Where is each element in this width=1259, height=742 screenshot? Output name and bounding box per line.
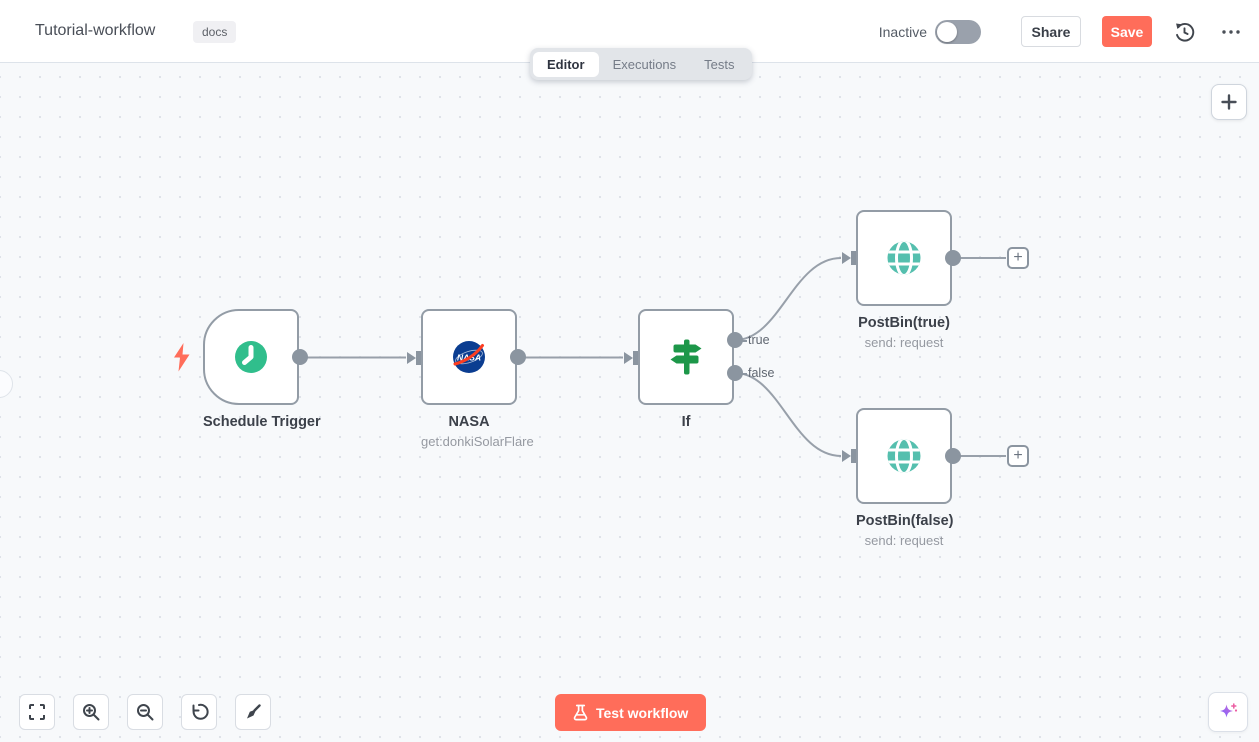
ai-assistant-button[interactable] [1208, 692, 1248, 732]
share-button[interactable]: Share [1021, 16, 1081, 47]
node-schedule-trigger: Schedule Trigger [203, 309, 321, 430]
node-if-box[interactable] [638, 309, 734, 405]
wire-if-true-to-postbin [734, 257, 842, 341]
history-button[interactable] [1171, 19, 1197, 45]
output-connector[interactable] [510, 349, 526, 365]
clock-icon [235, 341, 267, 373]
zoom-in-button[interactable] [73, 694, 109, 730]
reset-zoom-icon [192, 703, 209, 720]
input-connector [407, 351, 421, 365]
add-node-button[interactable] [1211, 84, 1247, 120]
test-workflow-label: Test workflow [596, 704, 689, 721]
tab-tests[interactable]: Tests [704, 56, 735, 72]
ellipsis-icon [1222, 30, 1240, 34]
output-connector[interactable] [945, 448, 961, 464]
history-icon [1175, 22, 1194, 41]
node-label: Schedule Trigger [203, 414, 321, 430]
lightning-bolt-icon[interactable] [172, 343, 192, 372]
tidy-up-icon [247, 704, 261, 719]
tidy-up-button[interactable] [235, 694, 271, 730]
zoom-out-icon [137, 704, 154, 721]
node-label: PostBin(false) [856, 513, 954, 529]
view-tabs: Editor Executions Tests [530, 48, 752, 80]
node-nasa-box[interactable]: NASA [421, 309, 517, 405]
signpost-icon [670, 339, 702, 375]
fit-view-icon [29, 704, 45, 720]
node-subtitle: send: request [864, 335, 944, 350]
input-connector [624, 351, 638, 365]
nasa-logo-icon: NASA [453, 341, 485, 373]
test-workflow-button[interactable]: Test workflow [555, 694, 707, 731]
node-subtitle: send: request [864, 533, 944, 548]
node-label: NASA [448, 414, 490, 430]
toggle-knob [937, 22, 957, 42]
zoom-to-fit-button[interactable] [19, 694, 55, 730]
active-toggle[interactable] [935, 20, 981, 44]
active-status-label: Inactive [878, 24, 927, 40]
workflow-title[interactable]: Tutorial-workflow [35, 22, 156, 39]
output-connector-false[interactable] [727, 365, 743, 381]
node-postbin-true: PostBin(true) send: request [842, 210, 961, 350]
node-postbin-true-box[interactable] [856, 210, 952, 306]
node-schedule-trigger-box[interactable] [203, 309, 299, 405]
globe-icon [887, 241, 921, 275]
reset-zoom-button[interactable] [181, 694, 217, 730]
output-connector[interactable] [292, 349, 308, 365]
zoom-in-icon [83, 704, 100, 721]
plus-icon [1221, 94, 1237, 110]
node-subtitle: get:donkiSolarFlare [421, 434, 534, 449]
connection-wires [300, 257, 1006, 457]
ai-sparkle-icon [1220, 703, 1238, 718]
input-connector [842, 251, 856, 265]
node-postbin-false: PostBin(false) send: request [842, 408, 961, 548]
canvas-controls [19, 694, 271, 730]
node-label: If [681, 414, 691, 430]
node-label: PostBin(true) [858, 315, 950, 331]
wire-if-false-to-postbin [734, 372, 842, 457]
more-options-button[interactable] [1218, 19, 1244, 45]
node-if: true false If [624, 309, 774, 430]
output-label-false: false [742, 366, 774, 380]
workflow-canvas[interactable]: Schedule Trigger NASA NASA get:donkiSola… [0, 63, 1259, 742]
output-connector[interactable] [945, 250, 961, 266]
globe-icon [887, 439, 921, 473]
node-postbin-false-box[interactable] [856, 408, 952, 504]
workflow-tag[interactable]: docs [193, 21, 237, 43]
node-nasa: NASA NASA get:donkiSolarFlare [407, 309, 534, 449]
flask-icon [573, 704, 588, 721]
tab-executions[interactable]: Executions [612, 56, 677, 72]
input-connector [842, 449, 856, 463]
save-button[interactable]: Save [1102, 16, 1152, 47]
append-node-button-false[interactable]: + [1007, 445, 1029, 467]
tab-editor[interactable]: Editor [533, 51, 599, 77]
zoom-out-button[interactable] [127, 694, 163, 730]
append-node-button-true[interactable]: + [1007, 247, 1029, 269]
output-label-true: true [742, 333, 770, 347]
output-connector-true[interactable] [727, 332, 743, 348]
